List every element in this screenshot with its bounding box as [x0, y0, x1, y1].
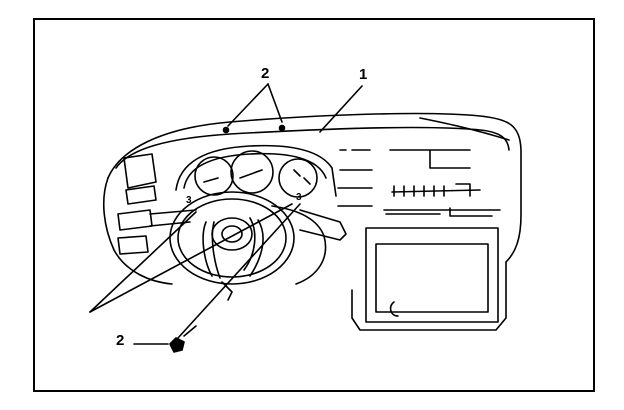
center-console-panel	[337, 149, 501, 323]
steering-wheel	[169, 191, 295, 301]
leader-lines	[89, 83, 363, 345]
callout-mount-left: 3	[186, 195, 192, 206]
callout-screws-top: 2	[261, 65, 270, 82]
dashboard-outline	[102, 112, 522, 331]
screw	[169, 325, 197, 353]
callout-mount-right: 3	[296, 192, 302, 203]
diagram-frame	[33, 18, 595, 392]
callout-screw-bottom: 2	[116, 332, 125, 349]
callout-panel: 1	[359, 66, 368, 83]
instrument-cluster	[175, 124, 337, 198]
left-air-vent	[117, 153, 157, 255]
